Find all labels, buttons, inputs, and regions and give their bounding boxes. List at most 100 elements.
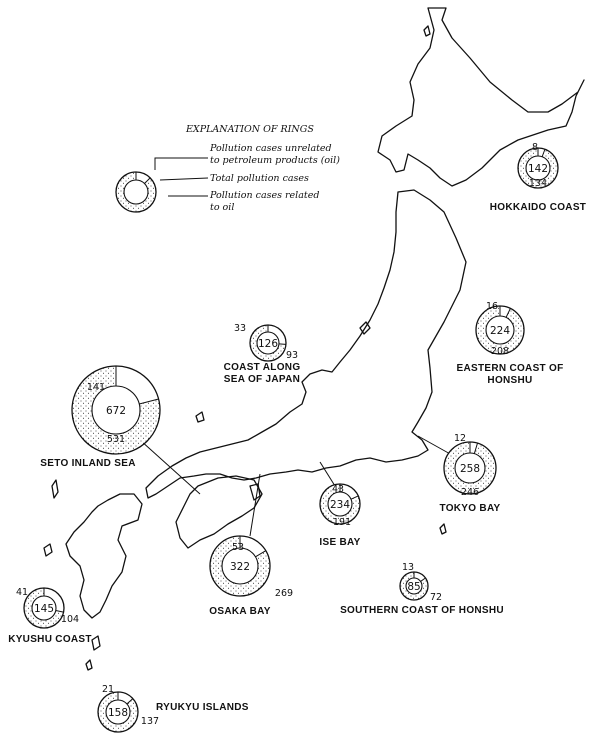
- legend-leader-total: [159, 177, 209, 181]
- legend-title: EXPLANATION OF RINGS: [185, 124, 314, 135]
- hokkaido-label-line1: HOKKAIDO COAST: [490, 202, 586, 213]
- legend: EXPLANATION OF RINGS Pollution cases unr…: [115, 124, 340, 213]
- osaka-oil-value: 269: [275, 588, 293, 599]
- southern-honshu-non-oil-value: 13: [402, 562, 414, 573]
- hokkaido-ring-divider-end: [541, 149, 546, 157]
- sea-of-japan-ring-non-oil-segment: [268, 325, 287, 345]
- southern-honshu-label-line1: SOUTHERN COAST OF HONSHU: [340, 605, 504, 616]
- ryukyu-label-line1: RYUKYU ISLANDS: [156, 702, 249, 713]
- legend-ring-non-oil-segment: [136, 172, 151, 184]
- seto-ring-divider-end: [139, 398, 159, 405]
- eastern-honshu-label-line1: EASTERN COAST OF: [456, 363, 563, 374]
- ise-non-oil-value: 43: [332, 484, 344, 495]
- ise-oil-value: 191: [333, 517, 351, 528]
- kyushu-ring-divider-end: [55, 609, 64, 613]
- osaka-ring-divider-end: [255, 550, 267, 558]
- legend-ring-divider-end: [144, 177, 151, 184]
- southern-honshu-total-value: 85: [407, 581, 420, 593]
- ise-ring-oil-segment: [320, 484, 360, 524]
- sea-of-japan-oil-value: 93: [286, 350, 298, 361]
- kyushu-oil-value: 104: [61, 614, 79, 625]
- coastline-group: [43, 7, 585, 671]
- leader-lines: [139, 435, 453, 537]
- southern-honshu-oil-value: 72: [430, 592, 442, 603]
- sea-of-japan-total-value: 126: [258, 338, 278, 350]
- legend-total: Total pollution cases: [210, 173, 309, 184]
- osaka-ring-oil-segment: [209, 536, 270, 597]
- sea-of-japan-ring-divider-end: [278, 343, 286, 345]
- eastern-honshu-non-oil-value: 16: [486, 301, 498, 312]
- kyushu-ring-oil-segment: [24, 588, 64, 628]
- ise-ring-divider-end: [350, 495, 359, 500]
- southern-honshu-ring-divider-end: [420, 577, 426, 582]
- legend-ring-sample: [115, 171, 157, 213]
- eastern-honshu-total-value: 224: [490, 325, 510, 337]
- ise-total-value: 234: [330, 499, 350, 511]
- southern-honshu-ring-non-oil-segment: [414, 572, 426, 582]
- sea-of-japan-label-line1: COAST ALONG: [224, 362, 301, 373]
- osaka-non-oil-value: 53: [232, 542, 244, 553]
- eastern-honshu-oil-value: 208: [491, 346, 509, 357]
- seto-ring-non-oil-segment: [116, 366, 159, 405]
- seto-total-value: 672: [106, 405, 126, 417]
- ryukyu-total-value: 158: [108, 707, 128, 719]
- legend-ring-inner-circle: [123, 179, 149, 205]
- kyushu-label-line1: KYUSHU COAST: [8, 634, 92, 645]
- kyushu-ring-non-oil-segment: [44, 588, 65, 613]
- goto-outline: [43, 543, 53, 557]
- oki-outline: [195, 411, 205, 423]
- island-south-2: [85, 659, 93, 671]
- ise-label-line1: ISE BAY: [319, 537, 360, 548]
- seto-ring-oil-segment: [72, 366, 161, 455]
- ryukyu-ring-oil-segment: [98, 692, 139, 732]
- kyushu-outline: [65, 493, 143, 619]
- legend-ring-oil-segment: [115, 172, 156, 212]
- island-south-1: [91, 635, 101, 651]
- eastern-honshu-label-line2: HONSHU: [487, 375, 532, 386]
- seto-oil-value: 531: [107, 434, 125, 445]
- tokyo-ring-non-oil-segment: [470, 442, 478, 454]
- seto-non-oil-value: 141: [87, 382, 105, 393]
- hokkaido-oil-value: 134: [529, 178, 547, 189]
- eastern-honshu-ring-non-oil-segment: [500, 306, 511, 318]
- ise-ring-non-oil-segment: [340, 484, 359, 500]
- legend-unrelated-line1: Pollution cases unrelated: [209, 143, 332, 154]
- sea-of-japan-ring-oil-segment: [250, 325, 286, 362]
- osaka-label-line1: OSAKA BAY: [209, 606, 270, 617]
- shikoku-outline: [175, 475, 263, 549]
- tsushima-outline: [51, 479, 59, 499]
- sea-of-japan-label-line2: SEA OF JAPAN: [224, 374, 300, 385]
- kyushu-total-value: 145: [34, 603, 54, 615]
- legend-related-line2: to oil: [210, 202, 234, 213]
- tokyo-ring-oil-segment: [443, 442, 496, 495]
- legend-related-line1: Pollution cases related: [209, 190, 319, 201]
- legend-unrelated-line2: to petroleum products (oil): [210, 155, 340, 166]
- island-rebun: [423, 25, 431, 37]
- legend-leader-unrelated: [154, 157, 208, 170]
- hokkaido-total-value: 142: [528, 163, 548, 175]
- ryukyu-non-oil-value: 21: [102, 684, 114, 695]
- osaka-total-value: 322: [230, 561, 250, 573]
- awaji-outline: [249, 483, 261, 501]
- tokyo-label-line1: TOKYO BAY: [439, 503, 500, 514]
- legend-ring: [115, 171, 157, 213]
- eastern-honshu-ring-divider-end: [505, 308, 511, 318]
- island-izu: [439, 523, 447, 535]
- kyushu-non-oil-value: 41: [16, 587, 28, 598]
- osaka-ring-non-oil-segment: [240, 536, 266, 557]
- tokyo-total-value: 258: [460, 463, 480, 475]
- sado-outline: [359, 321, 371, 335]
- eastern-honshu-ring-oil-segment: [476, 306, 524, 354]
- seto-leader: [139, 439, 201, 495]
- ryukyu-ring-non-oil-segment: [118, 692, 133, 704]
